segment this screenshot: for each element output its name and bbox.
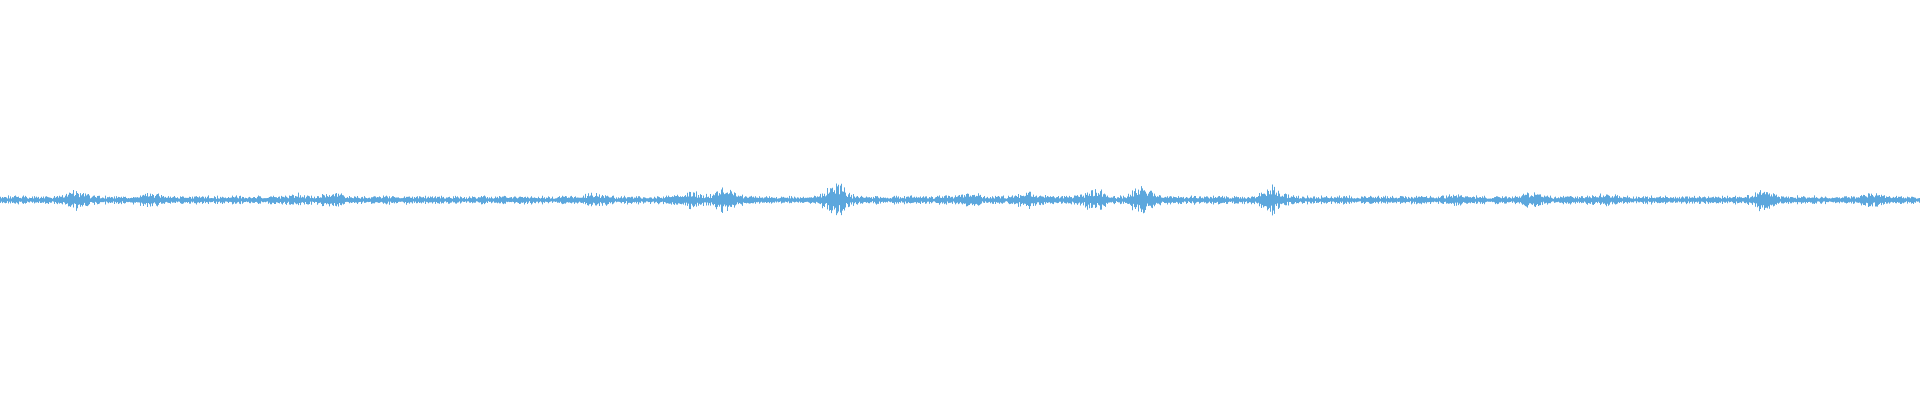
waveform-trace: [0, 183, 1920, 216]
